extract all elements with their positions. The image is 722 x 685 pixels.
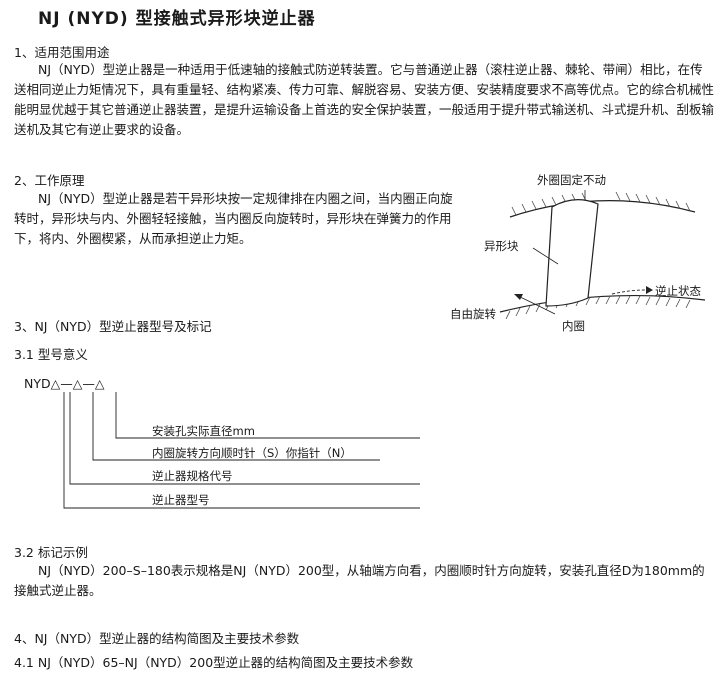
- stop-arrow-head: [646, 286, 653, 294]
- section32-heading: 3.2 标记示例: [14, 545, 88, 560]
- outer-ring-label: 外圈固定不动: [537, 173, 606, 187]
- sprag-block: [545, 199, 599, 307]
- section31-heading: 3.1 型号意义: [14, 347, 88, 362]
- code-item-diameter: 安装孔实际直径mm: [152, 424, 255, 438]
- model-code: NYD△—△—△: [24, 376, 105, 391]
- stop-state-arrow: [611, 289, 646, 295]
- code-item-model: 逆止器型号: [152, 493, 210, 507]
- code-item-rotation: 内圈旋转方向顺时针（S）你指针（N）: [152, 446, 352, 460]
- outer-ring-hatch: [511, 191, 691, 216]
- free-arrow-head: [514, 294, 523, 300]
- page-title: NJ (NYD) 型接触式异形块逆止器: [38, 9, 316, 29]
- stop-state-label: 逆止状态: [655, 284, 701, 298]
- section3-heading: 3、NJ（NYD）型逆止器型号及标记: [14, 319, 212, 334]
- outer-ring-arc: [509, 200, 696, 218]
- section1-heading: 1、适用范围用途: [14, 45, 110, 60]
- inner-ring-hatch: [505, 295, 691, 320]
- bracket-rotation-direction: [92, 392, 380, 461]
- working-principle-diagram: 外圈固定不动 异形块 逆止状态 自由旋转 内圈: [450, 173, 706, 333]
- section41-heading: 4.1 NJ（NYD）65–NJ（NYD）200型逆止器的结构简图及主要技术参数: [14, 655, 414, 670]
- section2-body: NJ（NYD）型逆止器是若干异形块按一定规律排在内圈之间，当内圈正向旋转时，异形…: [14, 191, 453, 246]
- free-rotation-label: 自由旋转: [450, 307, 496, 321]
- block-label-leader: [532, 247, 559, 265]
- code-item-spec: 逆止器规格代号: [152, 469, 233, 483]
- section4-heading: 4、NJ（NYD）型逆止器的结构简图及主要技术参数: [14, 631, 300, 646]
- section32-body: NJ（NYD）200–S–180表示规格是NJ（NYD）200型，从轴端方向看，…: [14, 563, 705, 598]
- model-code-brackets: [63, 392, 420, 509]
- section2-heading: 2、工作原理: [14, 173, 85, 188]
- inner-ring-label: 内圈: [562, 319, 585, 333]
- bracket-install-diameter: [115, 392, 420, 439]
- section1-body: NJ（NYD）型逆止器是一种适用于低速轴的接触式防逆转装置。它与普通逆止器（滚柱…: [14, 62, 715, 137]
- bracket-model: [63, 392, 420, 509]
- inner-ring-arc: [499, 294, 706, 313]
- sprag-block-label: 异形块: [484, 239, 519, 253]
- bracket-spec-code: [69, 392, 420, 485]
